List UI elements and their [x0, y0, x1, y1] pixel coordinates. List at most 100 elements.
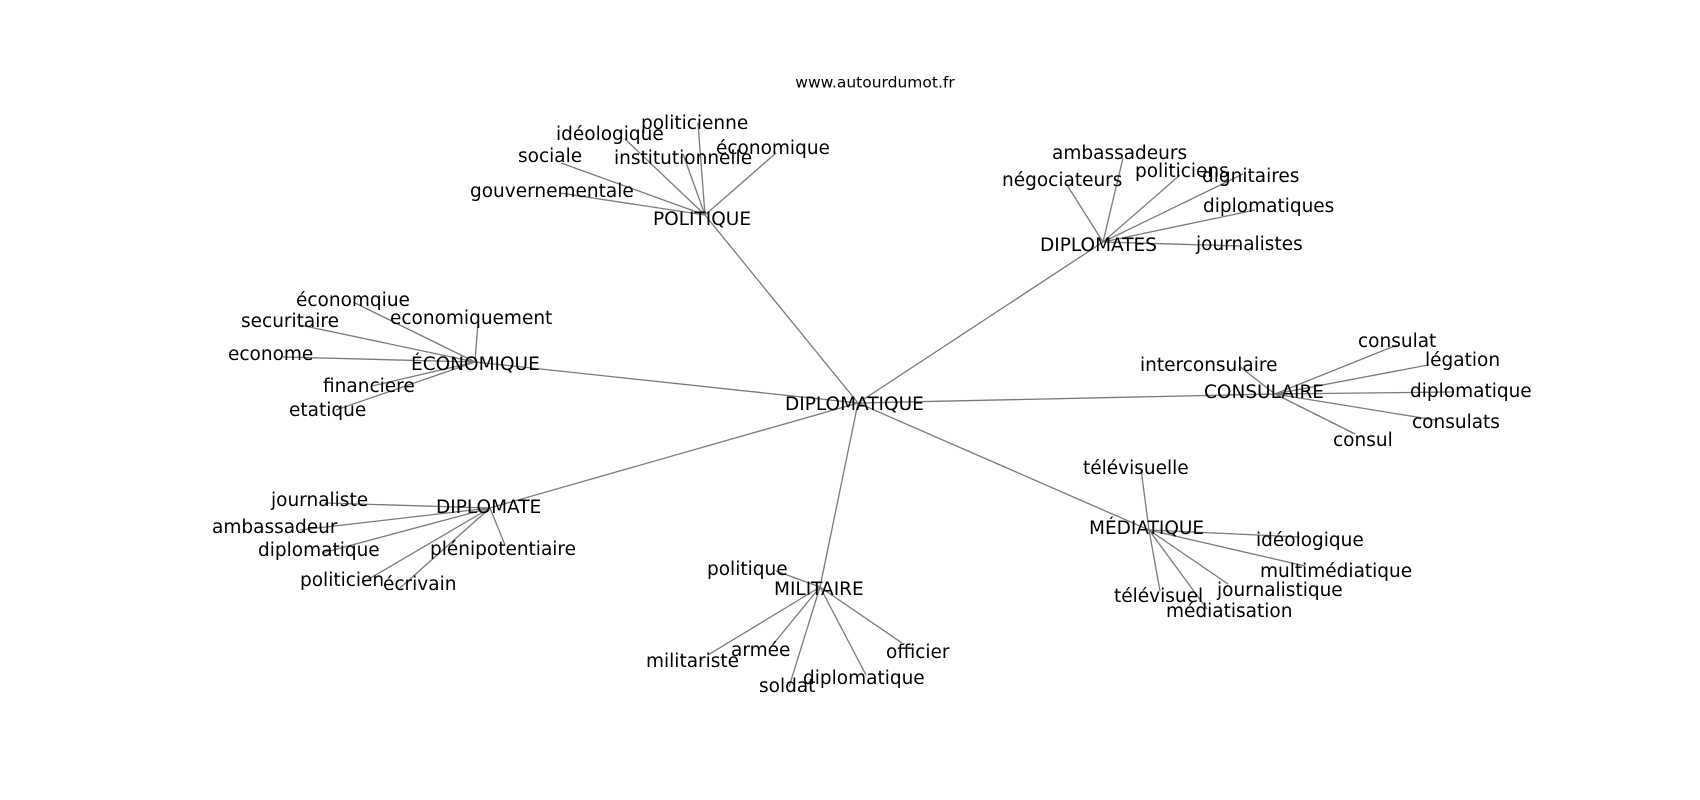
- word-node-consulaire-consulats: consulats: [1412, 412, 1500, 433]
- word-node-diplomates-dignitaires: dignitaires: [1202, 166, 1299, 187]
- word-node-consulaire-consulat: consulat: [1358, 331, 1436, 352]
- word-node-economique-financiere: financiere: [323, 376, 415, 397]
- edge-center-militaire: [819, 402, 859, 588]
- word-node-politique-ideologique: idéologique: [556, 124, 664, 145]
- word-node-politique-politicienne: politicienne: [641, 113, 748, 134]
- labels: DIPLOMATIQUEPOLITIQUEpoliticienneidéolog…: [212, 113, 1532, 697]
- edge-militaire-politique: [775, 570, 821, 588]
- hub-node-mediatique: MÉDIATIQUE: [1089, 517, 1204, 539]
- edge-politique-institutionnelle: [682, 153, 706, 216]
- edge-consulaire-consulats: [1274, 393, 1436, 421]
- edge-diplomates-politiciens: [1102, 174, 1181, 243]
- word-node-economique-economqiue: économqiue: [296, 290, 410, 311]
- word-node-militaire-soldat: soldat: [759, 676, 815, 697]
- edge-economique-securitaire: [299, 324, 476, 363]
- word-node-diplomates-negociateurs: négociateurs: [1002, 170, 1122, 191]
- word-node-economique-etatique: etatique: [289, 400, 366, 421]
- edge-economique-economiquement: [474, 321, 479, 363]
- site-url: www.autourdumot.fr: [795, 74, 955, 92]
- edge-diplomates-journalistes: [1102, 241, 1241, 247]
- edge-center-mediatique: [857, 402, 1150, 531]
- word-node-militaire-militariste: militariste: [646, 651, 739, 672]
- word-node-consulaire-interconsulaire: interconsulaire: [1140, 355, 1277, 376]
- word-node-diplomates-diplomatiques: diplomatiques: [1203, 196, 1334, 217]
- edge-economique-economqiue: [354, 302, 476, 363]
- word-node-consulaire-diplomatique: diplomatique: [1410, 381, 1532, 402]
- edge-politique-sociale: [560, 162, 706, 216]
- word-node-politique-economique: économique: [716, 138, 830, 159]
- word-node-politique-institutionnelle: institutionnelle: [614, 148, 752, 169]
- edge-politique-ideologique: [624, 138, 706, 216]
- edge-diplomates-diplomatiques: [1102, 209, 1256, 243]
- edge-mediatique-multimediatique: [1148, 529, 1306, 567]
- edge-diplomates-negociateurs: [1066, 184, 1104, 243]
- word-node-diplomate-ecrivain: écrivain: [383, 574, 456, 595]
- edge-militaire-officier: [819, 586, 903, 644]
- hub-node-diplomate: DIPLOMATE: [436, 497, 541, 518]
- edge-mediatique-journalistique: [1148, 529, 1229, 585]
- word-node-mediatique-televisuel: télévisuel: [1114, 586, 1203, 607]
- word-node-militaire-officier: officier: [886, 642, 950, 663]
- word-node-mediatique-journalistique: journalistique: [1216, 580, 1343, 601]
- word-node-militaire-armee: armée: [731, 640, 790, 661]
- edge-militaire-armee: [769, 586, 821, 649]
- edge-diplomate-journaliste: [324, 502, 491, 509]
- edge-politique-economique: [704, 152, 777, 216]
- word-node-diplomates-politiciens: politiciens: [1135, 161, 1229, 182]
- edges: [282, 122, 1454, 688]
- word-node-diplomate-diplomatique: diplomatique: [258, 540, 380, 561]
- edge-center-diplomate: [489, 402, 859, 509]
- word-node-diplomate-journaliste: journaliste: [270, 490, 368, 511]
- hub-node-consulaire: CONSULAIRE: [1204, 382, 1324, 403]
- word-node-diplomate-politicien: politicien: [300, 570, 384, 591]
- edge-mediatique-televisuelle: [1140, 468, 1150, 531]
- edge-consulaire-diplomatique: [1274, 391, 1454, 395]
- word-node-diplomate-ambassadeur: ambassadeur: [212, 517, 338, 538]
- edge-economique-econome: [282, 356, 476, 363]
- edge-militaire-soldat: [788, 586, 821, 688]
- edge-center-consulaire: [857, 393, 1276, 404]
- word-node-consulaire-consul: consul: [1333, 430, 1393, 451]
- hub-node-diplomates: DIPLOMATES: [1040, 235, 1157, 256]
- edge-diplomate-diplomatique: [321, 507, 491, 554]
- edge-economique-financiere: [371, 361, 476, 387]
- word-node-politique-sociale: sociale: [518, 146, 582, 167]
- word-node-mediatique-mediatisation: médiatisation: [1166, 601, 1292, 622]
- word-node-politique-gouvernementale: gouvernementale: [470, 181, 634, 202]
- word-node-diplomates-ambassadeurs: ambassadeurs: [1052, 143, 1187, 164]
- edge-consulaire-legation: [1274, 364, 1429, 395]
- word-node-diplomates-journalistes: journalistes: [1195, 234, 1303, 255]
- edge-diplomate-politicien: [361, 507, 491, 584]
- hub-node-politique: POLITIQUE: [653, 209, 751, 230]
- hub-node-militaire: MILITAIRE: [774, 579, 864, 600]
- edge-mediatique-televisuel: [1148, 529, 1161, 592]
- word-node-militaire-politique: politique: [707, 559, 788, 580]
- word-node-economique-economiquement: economiquement: [390, 308, 552, 329]
- edge-mediatique-mediatisation: [1148, 529, 1208, 610]
- word-node-mediatique-televisuelle: télévisuelle: [1083, 458, 1189, 479]
- edge-center-diplomates: [857, 241, 1104, 404]
- edge-militaire-diplomatique: [819, 586, 867, 676]
- edge-consulaire-consulat: [1274, 344, 1398, 395]
- edge-consulaire-consul: [1274, 393, 1356, 435]
- edge-mediatique-ideologique: [1148, 529, 1301, 538]
- edge-diplomate-ambassadeur: [299, 507, 491, 531]
- edge-politique-gouvernementale: [559, 192, 706, 216]
- edge-diplomate-plenipotentiaire: [489, 507, 506, 546]
- edge-center-politique: [704, 214, 859, 404]
- word-node-militaire-diplomatique: diplomatique: [803, 668, 925, 689]
- hub-node-economique: ÉCONOMIQUE: [411, 353, 540, 375]
- edge-consulaire-interconsulaire: [1238, 365, 1276, 395]
- edge-center-economique: [474, 361, 859, 404]
- word-node-economique-securitaire: securitaire: [241, 311, 339, 332]
- edge-militaire-militariste: [707, 586, 821, 656]
- word-node-economique-econome: econome: [228, 344, 313, 365]
- edge-diplomate-ecrivain: [399, 507, 491, 589]
- word-node-consulaire-legation: légation: [1425, 350, 1500, 371]
- word-node-mediatique-ideologique: idéologique: [1256, 530, 1364, 551]
- word-node-diplomate-plenipotentiaire: plénipotentiaire: [430, 539, 576, 560]
- edge-diplomates-ambassadeurs: [1102, 157, 1124, 243]
- edge-economique-etatique: [335, 361, 476, 411]
- edge-politique-politicienne: [697, 122, 706, 216]
